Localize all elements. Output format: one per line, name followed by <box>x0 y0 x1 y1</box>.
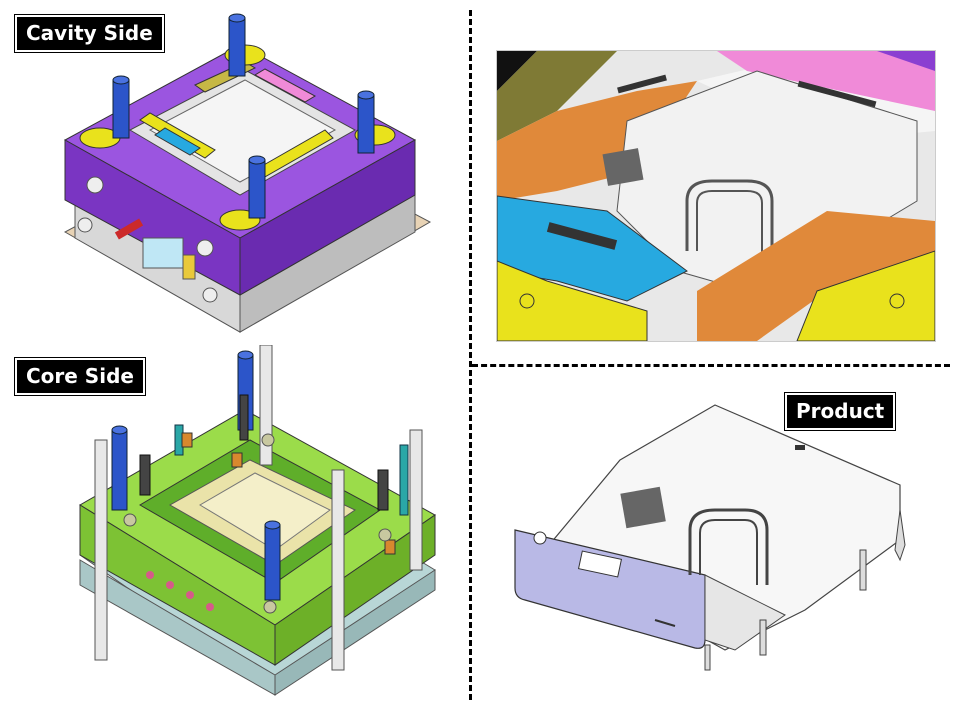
core-side-panel <box>60 345 450 700</box>
product-drawing <box>514 404 906 671</box>
vertical-divider <box>469 10 472 700</box>
cavity-side-label: Cavity Side <box>14 14 165 53</box>
cavity-mold-drawing <box>63 13 432 333</box>
cavity-side-panel <box>55 10 445 340</box>
core-mold-drawing <box>79 345 436 696</box>
core-side-label: Core Side <box>14 357 146 396</box>
product-label: Product <box>783 392 897 431</box>
cavity-detail-drawing <box>497 51 935 341</box>
horizontal-divider <box>472 364 950 367</box>
product-panel <box>505 400 915 690</box>
cavity-detail-panel <box>496 50 936 342</box>
